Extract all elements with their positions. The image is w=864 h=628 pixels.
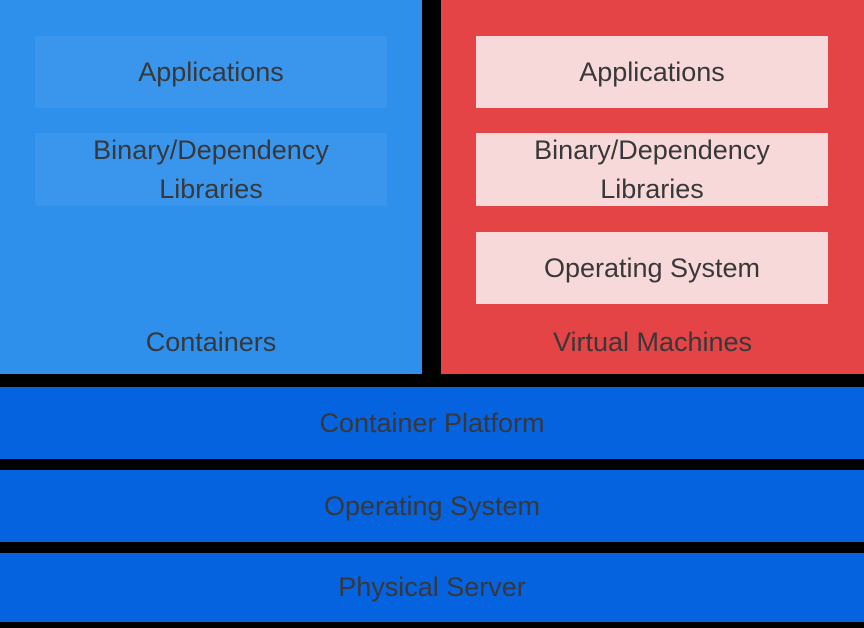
containers-binaries-box: Binary/Dependency Libraries [35, 133, 387, 206]
virtual-machines-panel: Applications Binary/Dependency Libraries… [441, 0, 864, 374]
container-platform-bar: Container Platform [0, 387, 864, 459]
layer-label: Binary/Dependency [534, 134, 770, 165]
containers-applications-box: Applications [35, 36, 387, 108]
base-bar-label: Container Platform [319, 407, 545, 438]
layer-label: Libraries [159, 173, 263, 204]
physical-server-bar: Physical Server [0, 553, 864, 622]
vm-operating-system-box: Operating System [476, 232, 828, 304]
layer-label: Operating System [543, 252, 761, 283]
vm-applications-box: Applications [476, 36, 828, 108]
vm-binaries-box: Binary/Dependency Libraries [476, 133, 828, 206]
virtual-machines-panel-label: Virtual Machines [552, 327, 753, 357]
layer-label: Libraries [600, 173, 704, 204]
containers-panel: Applications Binary/Dependency Libraries… [0, 0, 422, 374]
operating-system-bar: Operating System [0, 470, 864, 542]
layer-label: Applications [138, 56, 284, 87]
base-bar-label: Physical Server [338, 572, 526, 602]
layer-label: Applications [579, 56, 725, 87]
layer-label: Binary/Dependency [93, 134, 329, 165]
containers-panel-label: Containers [145, 327, 277, 357]
base-bar-label: Operating System [323, 490, 541, 521]
